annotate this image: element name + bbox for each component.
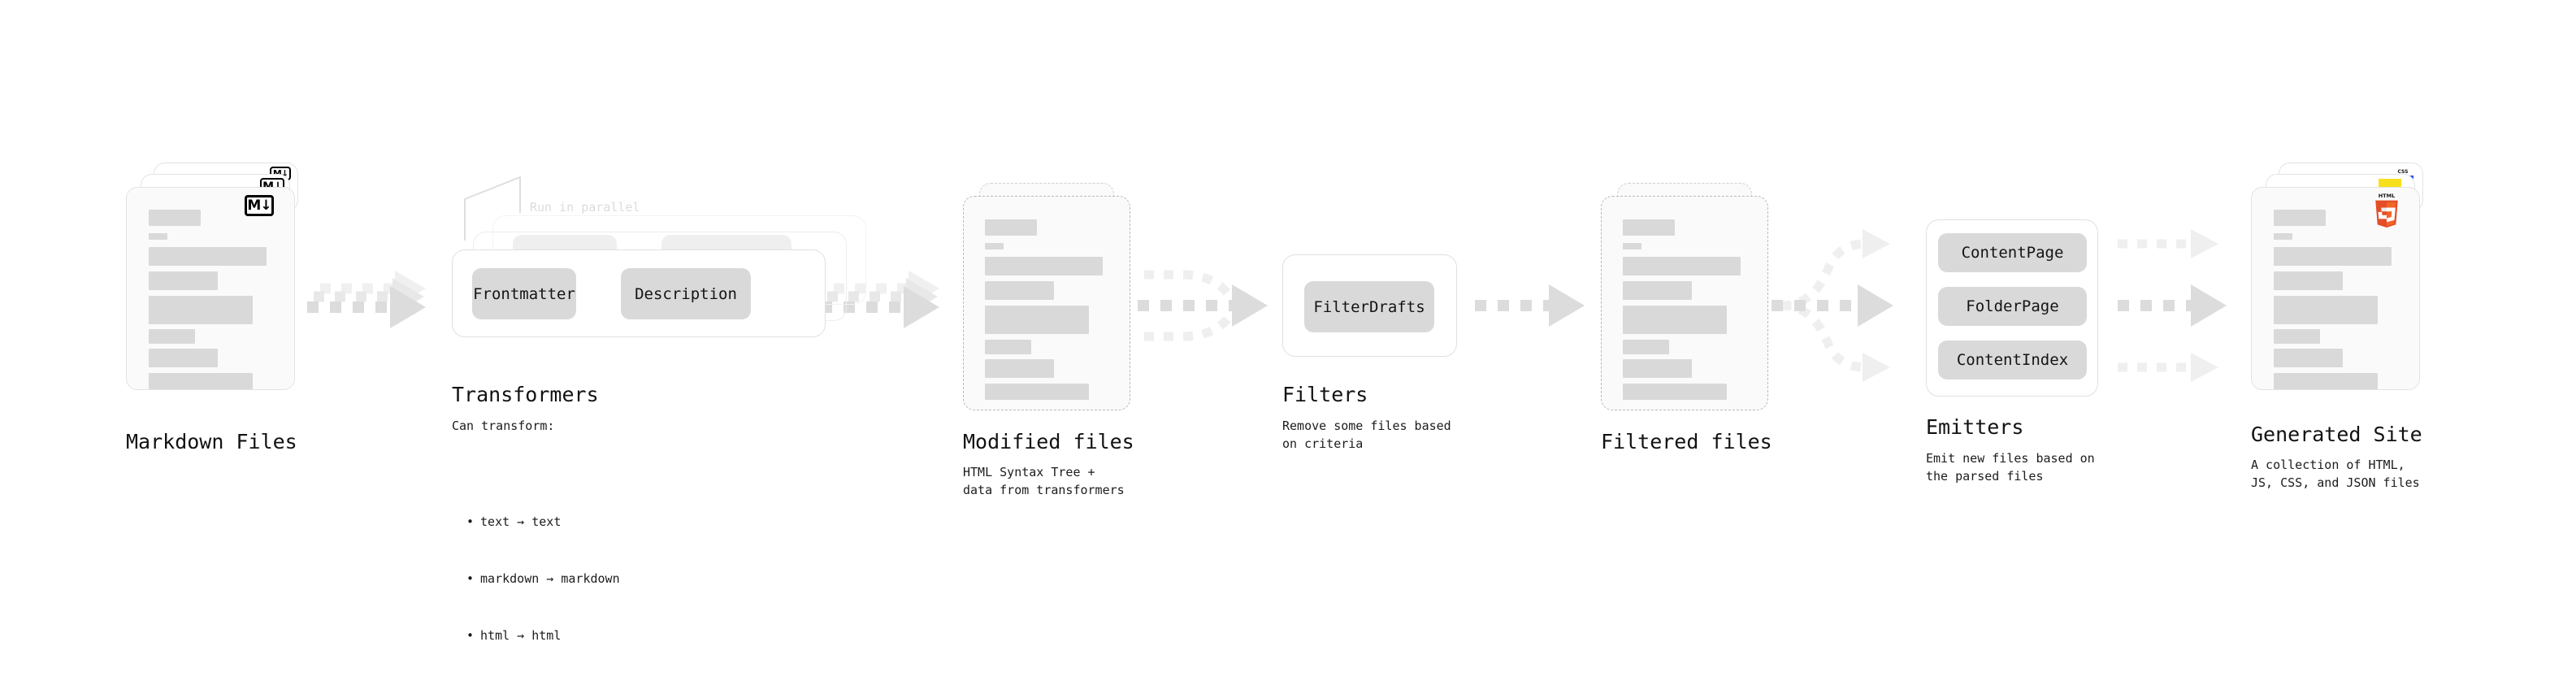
content-bar: [2274, 329, 2320, 344]
html5-icon: HTML: [2371, 193, 2402, 229]
stage-heading-modified-files: Modified files: [963, 430, 1134, 453]
css-icon-label: CSS: [2397, 169, 2409, 175]
filter-chip-filterdrafts[interactable]: FilterDrafts: [1304, 281, 1434, 332]
content-bar: [149, 373, 253, 389]
content-bar: [1623, 340, 1669, 354]
stage-heading-filtered-files: Filtered files: [1601, 430, 1772, 453]
content-bar: [985, 219, 1037, 236]
stage-heading-filters: Filters: [1282, 383, 1368, 406]
content-bar: [985, 340, 1031, 354]
transformer-chip-description[interactable]: Description: [621, 268, 751, 319]
content-bar: [2274, 233, 2292, 240]
content-bar: [985, 243, 1004, 249]
stage-heading-emitters: Emitters: [1926, 415, 2024, 439]
content-bar: [985, 306, 1089, 334]
run-in-parallel-label: Run in parallel: [530, 200, 640, 215]
generated-site-description: A collection of HTML, JS, CSS, and JSON …: [2251, 458, 2420, 490]
connector-modified-to-filters: [1138, 270, 1268, 341]
filters-description: Remove some files based on criteria: [1282, 419, 1451, 451]
stage-heading-generated-site: Generated Site: [2251, 423, 2422, 446]
content-bar: [1623, 384, 1727, 400]
filtered-file-card: [1601, 196, 1768, 410]
svg-text:HTML: HTML: [2379, 193, 2396, 199]
content-bar: [149, 210, 201, 226]
content-bar: [1623, 359, 1692, 378]
connector-md-to-transformers: [307, 271, 426, 328]
content-bar: [149, 271, 218, 290]
content-bar: [149, 233, 167, 240]
content-bar: [149, 296, 253, 324]
content-bar: [1623, 257, 1741, 275]
content-bar: [149, 349, 218, 367]
transform-bullet: html → html: [466, 627, 620, 645]
markdown-file-card: [126, 187, 295, 390]
connector-filtered-to-emitters: [1772, 229, 1893, 382]
content-bar: [2274, 210, 2326, 226]
connector-emitters-to-site: [2118, 229, 2227, 382]
connector-filters-to-filtered: [1475, 284, 1585, 327]
stage-heading-markdown-files: Markdown Files: [126, 430, 297, 453]
content-bar: [985, 257, 1103, 275]
modified-file-card: [963, 196, 1130, 410]
content-bar: [2274, 296, 2378, 324]
content-bar: [985, 281, 1054, 300]
content-bar: [1623, 281, 1692, 300]
content-bar: [149, 329, 195, 344]
emitters-description: Emit new files based on the parsed files: [1926, 451, 2095, 484]
emitter-chip-contentindex[interactable]: ContentIndex: [1938, 340, 2087, 380]
transformers-bullets: text → text markdown → markdown html → h…: [452, 437, 620, 681]
content-bar: [149, 247, 267, 266]
content-bar: [985, 359, 1054, 378]
content-bar: [1623, 243, 1641, 249]
transform-bullet: markdown → markdown: [466, 570, 620, 588]
modified-files-description: HTML Syntax Tree + data from transformer…: [963, 465, 1125, 497]
content-bar: [1623, 219, 1675, 236]
content-bar: [2274, 247, 2392, 266]
stage-heading-transformers: Transformers: [452, 383, 599, 406]
emitter-chip-contentpage[interactable]: ContentPage: [1938, 233, 2087, 272]
content-bar: [985, 384, 1089, 400]
transformers-description: Can transform:: [452, 419, 555, 433]
html5-icon-svg: HTML: [2375, 193, 2398, 228]
content-bar: [2274, 271, 2343, 290]
markdown-icon: M↓: [245, 195, 274, 216]
emitter-chip-folderpage[interactable]: FolderPage: [1938, 287, 2087, 326]
content-bar: [2274, 349, 2343, 367]
content-bar: [2274, 373, 2378, 389]
transformer-chip-frontmatter[interactable]: Frontmatter: [472, 268, 576, 319]
transform-bullet: text → text: [466, 513, 620, 531]
content-bar: [1623, 306, 1727, 334]
